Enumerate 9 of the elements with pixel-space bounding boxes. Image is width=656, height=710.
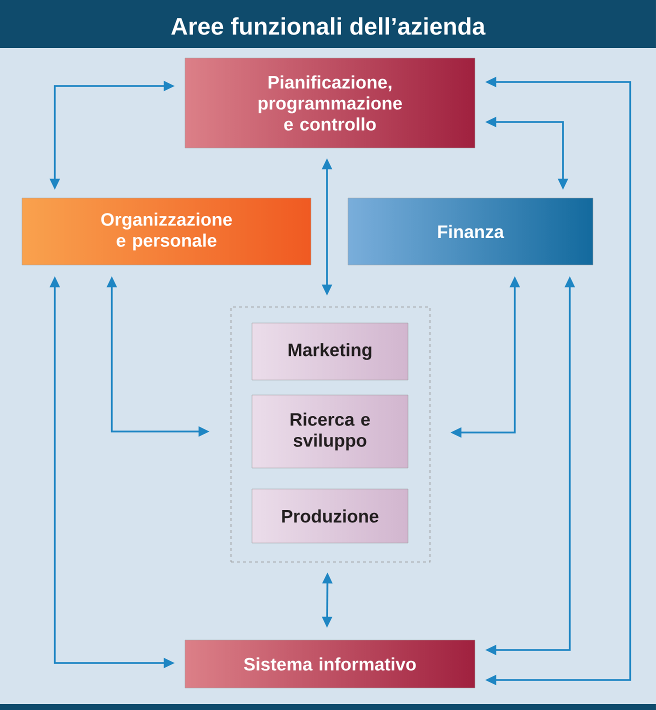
process-box: Organizzazione e personale [22,198,312,266]
function-box: Ricerca e sviluppo [252,394,408,468]
process-box: Pianificazione, programmazione e controllo [184,58,476,148]
function-box: Produzione [252,488,408,544]
function-box: Marketing [252,322,408,380]
dashed-group-box [230,306,430,562]
title-bar: Aree funzionali dell’azienda [0,0,656,48]
process-box: Finanza [348,198,594,266]
process-box: Sistema informativo [184,640,476,688]
